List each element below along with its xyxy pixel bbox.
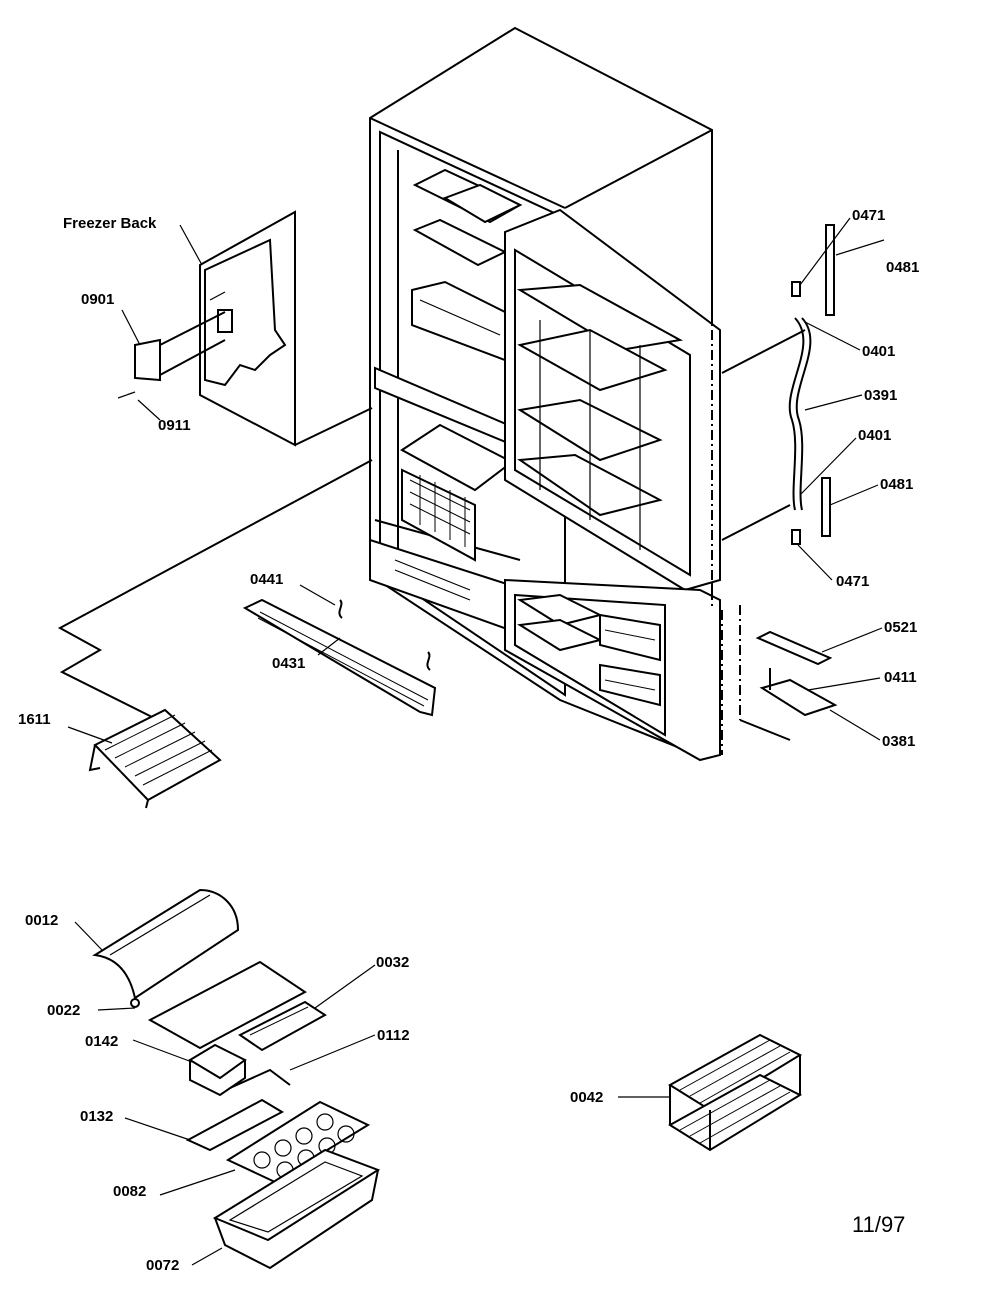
label-0072: 0072 (146, 1257, 179, 1274)
part-1611-rack (88, 708, 222, 809)
part-0381-hinge (759, 678, 838, 717)
label-0012: 0012 (25, 912, 58, 929)
label-0401-top: 0401 (862, 343, 895, 360)
part-0521-trim (755, 630, 833, 666)
label-0042: 0042 (570, 1089, 603, 1106)
label-0401-bottom: 0401 (858, 427, 891, 444)
part-0022-plate (147, 960, 307, 1050)
label-0481-bottom: 0481 (880, 476, 913, 493)
label-0441: 0441 (250, 571, 283, 588)
part-0132-frame (185, 1098, 285, 1152)
label-0411: 0411 (884, 669, 917, 686)
part-0431-toe-grille (242, 598, 437, 717)
part-0142-cup (188, 1043, 247, 1080)
label-0142: 0142 (85, 1033, 118, 1050)
label-0521: 0521 (884, 619, 917, 636)
label-1611: 1611 (18, 711, 51, 728)
label-0032: 0032 (376, 954, 409, 971)
label-0431: 0431 (272, 655, 305, 672)
freezer-basket (400, 423, 514, 562)
part-0042-ice-rack (668, 1033, 803, 1152)
label-0471-bottom: 0471 (836, 573, 869, 590)
freezer-back-panel (199, 210, 373, 447)
label-0022: 0022 (47, 1002, 80, 1019)
label-0082: 0082 (113, 1183, 146, 1200)
label-0112: 0112 (377, 1027, 410, 1044)
label-0391: 0391 (864, 387, 897, 404)
label-0381: 0381 (882, 733, 915, 750)
label-freezer-back: Freezer Back (63, 215, 157, 232)
handle-assembly (788, 224, 835, 545)
revision-date: 11/97 (852, 1212, 905, 1237)
lower-door (504, 578, 721, 762)
label-0132: 0132 (80, 1108, 113, 1125)
part-0072-ice-bin (212, 1148, 381, 1270)
part-0012-cover (92, 888, 240, 1008)
part-0901-duct (134, 311, 226, 382)
label-0911: 0911 (158, 417, 191, 434)
upper-door (504, 208, 721, 592)
label-0471-top: 0471 (852, 207, 885, 224)
part-0032-bracket (238, 1000, 327, 1052)
label-0481-top: 0481 (886, 259, 919, 276)
label-0901: 0901 (81, 291, 114, 308)
